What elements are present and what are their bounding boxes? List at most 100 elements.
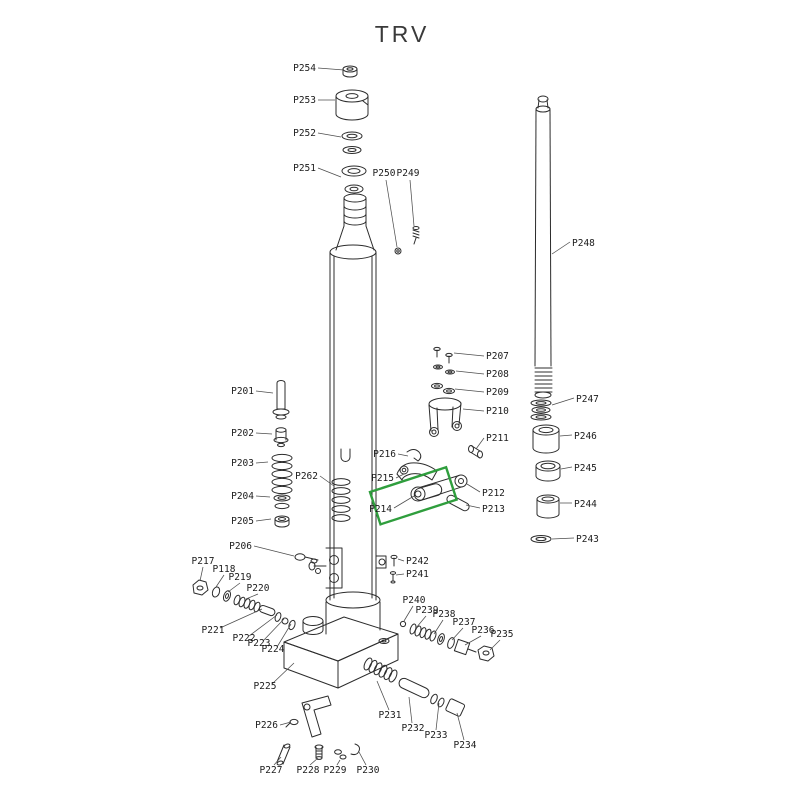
label-p229: P229 (324, 759, 347, 776)
label-p245: P245 (560, 463, 597, 474)
svg-text:P250: P250 (373, 168, 396, 179)
label-p254: P254 (293, 63, 345, 74)
svg-text:P246: P246 (574, 431, 597, 442)
label-p251: P251 (293, 163, 342, 178)
part-p203-spring-drawing (271, 453, 293, 495)
part-p246-drawing (532, 424, 560, 454)
svg-text:P229: P229 (324, 765, 347, 776)
svg-text:P238: P238 (433, 609, 456, 620)
part-p241-drawing (389, 571, 397, 584)
part-p262-spring-drawing (331, 478, 351, 522)
label-p235: P235 (489, 629, 514, 651)
svg-text:P206: P206 (229, 541, 252, 552)
label-p210: P210 (462, 406, 509, 417)
svg-text:P231: P231 (379, 710, 402, 721)
label-p228: P228 (297, 757, 320, 776)
svg-text:P237: P237 (453, 617, 476, 628)
svg-text:P247: P247 (576, 394, 599, 405)
label-p249: P249 (397, 168, 420, 227)
svg-text:P230: P230 (357, 765, 380, 776)
svg-text:P209: P209 (486, 387, 509, 398)
part-p251-drawing (341, 165, 367, 194)
label-p212: P212 (466, 483, 505, 499)
label-p244: P244 (560, 499, 597, 510)
svg-text:P228: P228 (297, 765, 320, 776)
svg-text:P221: P221 (202, 625, 225, 636)
main-cylinder-drawing (325, 193, 381, 635)
part-p249-drawing (412, 226, 420, 245)
labels-layer: P254 P253 P252 P251 P250 P249 P248 P247 … (192, 63, 599, 776)
label-p248: P248 (551, 238, 595, 255)
label-p204: P204 (231, 491, 271, 502)
part-p227-drawing (276, 743, 291, 766)
part-p253-drawing (335, 89, 369, 121)
label-p246: P246 (559, 431, 597, 442)
part-p229-drawing (334, 749, 347, 760)
label-p236: P236 (464, 625, 495, 646)
label-p203: P203 (231, 458, 269, 469)
bottom-piston-assembly-drawing (363, 657, 466, 717)
label-p118: P118 (213, 564, 236, 588)
part-p230-drawing (350, 743, 360, 756)
svg-text:P251: P251 (293, 163, 316, 174)
part-p204-drawing (273, 494, 291, 510)
label-p250: P250 (373, 168, 398, 248)
label-p239: P239 (416, 605, 439, 629)
label-p211: P211 (475, 433, 509, 450)
diagram-title: TRV (375, 21, 430, 47)
part-p243-drawing (530, 535, 552, 543)
svg-text:P245: P245 (574, 463, 597, 474)
label-p208: P208 (455, 369, 509, 380)
label-p209: P209 (454, 387, 509, 398)
svg-text:P217: P217 (192, 556, 215, 567)
svg-text:P225: P225 (254, 681, 277, 692)
svg-text:P254: P254 (293, 63, 316, 74)
svg-text:P249: P249 (397, 168, 420, 179)
svg-text:P236: P236 (472, 625, 495, 636)
svg-text:P203: P203 (231, 458, 254, 469)
label-p241: P241 (395, 569, 429, 580)
label-p221: P221 (202, 608, 263, 636)
part-p242-drawing (390, 554, 398, 567)
svg-text:P233: P233 (425, 730, 448, 741)
label-p262: P262 (295, 471, 335, 487)
svg-text:P213: P213 (482, 504, 505, 515)
label-p214: P214 (369, 495, 415, 515)
svg-text:P244: P244 (574, 499, 597, 510)
part-p245-drawing (535, 460, 561, 482)
svg-text:P241: P241 (406, 569, 429, 580)
label-p243: P243 (551, 534, 599, 545)
part-p214-link-drawing (410, 474, 468, 502)
label-p233: P233 (425, 702, 448, 741)
svg-text:P210: P210 (486, 406, 509, 417)
label-p252: P252 (293, 128, 342, 139)
pump-head-assembly-drawing (428, 346, 483, 459)
label-p224: P224 (262, 623, 292, 655)
svg-text:P253: P253 (293, 95, 316, 106)
label-p225: P225 (254, 662, 295, 692)
part-p252-drawing (341, 131, 363, 154)
svg-text:P214: P214 (369, 504, 392, 515)
part-p206-drawing (294, 553, 321, 574)
svg-text:P226: P226 (255, 720, 278, 731)
label-p222: P222 (233, 614, 278, 644)
label-p226: P226 (255, 720, 292, 731)
pedal-bracket-drawing (301, 695, 332, 738)
part-p248-drawing (534, 95, 553, 399)
label-p201: P201 (231, 386, 274, 397)
svg-text:P232: P232 (402, 723, 425, 734)
right-valve-train-drawing (399, 620, 495, 662)
part-p201-drawing (272, 380, 290, 420)
svg-text:P235: P235 (491, 629, 514, 640)
svg-text:P215: P215 (371, 473, 394, 484)
label-p230: P230 (357, 751, 380, 776)
svg-text:P222: P222 (233, 633, 256, 644)
label-p242: P242 (397, 556, 429, 567)
label-p253: P253 (293, 95, 335, 106)
part-p228-drawing (314, 744, 324, 760)
label-p231: P231 (376, 680, 402, 721)
part-p247-drawing (530, 399, 552, 421)
svg-text:P227: P227 (260, 765, 283, 776)
